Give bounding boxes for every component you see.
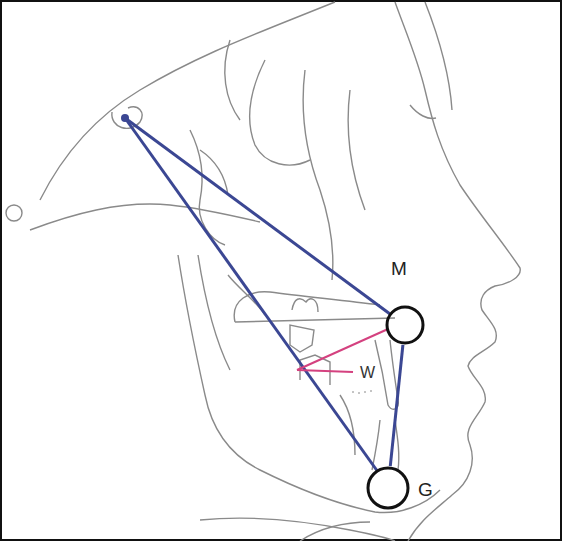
reference-lines — [125, 118, 390, 472]
landmark-label: G — [418, 480, 433, 499]
landmark-circle: M — [385, 305, 425, 345]
point-label: W — [358, 364, 377, 382]
circle-outline — [368, 468, 408, 508]
landmark-circle: G — [366, 466, 410, 510]
skull-outline — [6, 2, 520, 541]
landmark-label: M — [391, 259, 407, 278]
circle-outline — [387, 307, 423, 343]
sella-point — [121, 114, 129, 122]
circle-outline — [385, 305, 425, 345]
circle-outline — [366, 466, 410, 510]
reference-line — [390, 345, 403, 466]
